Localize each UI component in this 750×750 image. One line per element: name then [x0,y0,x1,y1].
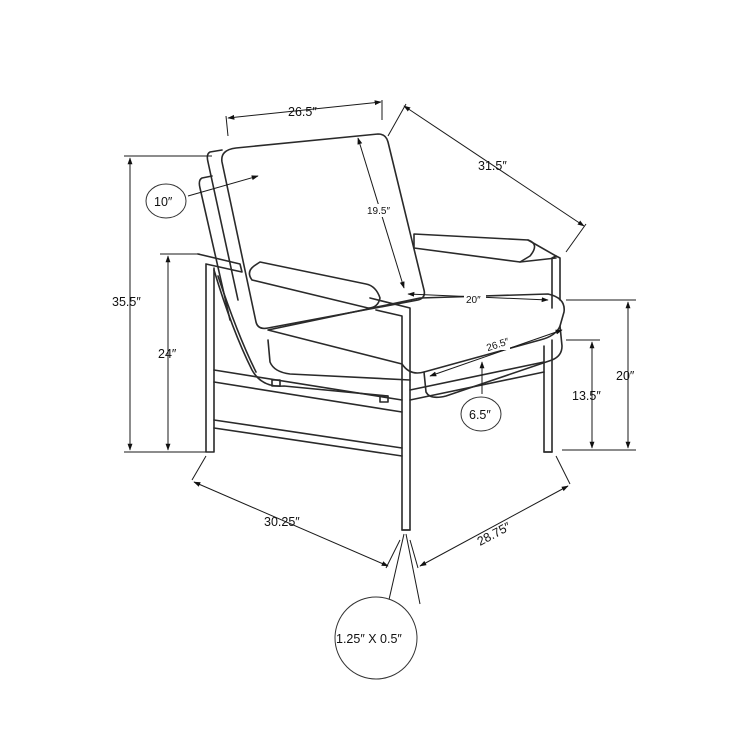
dim-seat-height: 20″ [562,299,636,451]
label-base-width: 30.25″ [264,515,300,529]
dim-seat-cushion: 6.5″ [460,361,502,432]
dim-base-width: 30.25″ [191,455,401,569]
label-back-cushion: 10″ [154,195,173,209]
dim-top-width: 26.5″ [225,100,383,137]
label-seat-cushion: 6.5″ [469,408,491,422]
dim-tube-size: 1.25″ X 0.5″ [334,533,421,680]
label-seat-depth: 20″ [466,295,481,306]
label-top-width: 26.5″ [288,105,317,119]
label-depth-top: 31.5″ [478,159,507,173]
dim-base-depth: 28.75″ [409,455,571,569]
dim-total-height: 35.5″ [112,155,212,453]
dim-depth-top: 31.5″ [387,103,587,253]
label-tube-size: 1.25″ X 0.5″ [336,632,402,646]
dim-arm-height: 24″ [158,253,200,451]
dim-seat-width: 26.5″ [429,329,563,377]
dim-back-cushion: 10″ [145,175,259,219]
label-leg-clearance: 13.5″ [572,389,601,403]
label-total-height: 35.5″ [112,295,141,309]
label-arm-height: 24″ [158,347,177,361]
dim-leg-clearance: 13.5″ [566,339,601,449]
dim-seat-depth: 20″ [407,291,549,306]
label-back-inner: 19.5″ [367,206,390,217]
label-seat-height: 20″ [616,369,635,383]
label-base-depth: 28.75″ [475,519,514,548]
chair-outline [197,133,565,531]
dim-back-inner: 19.5″ [357,137,405,289]
